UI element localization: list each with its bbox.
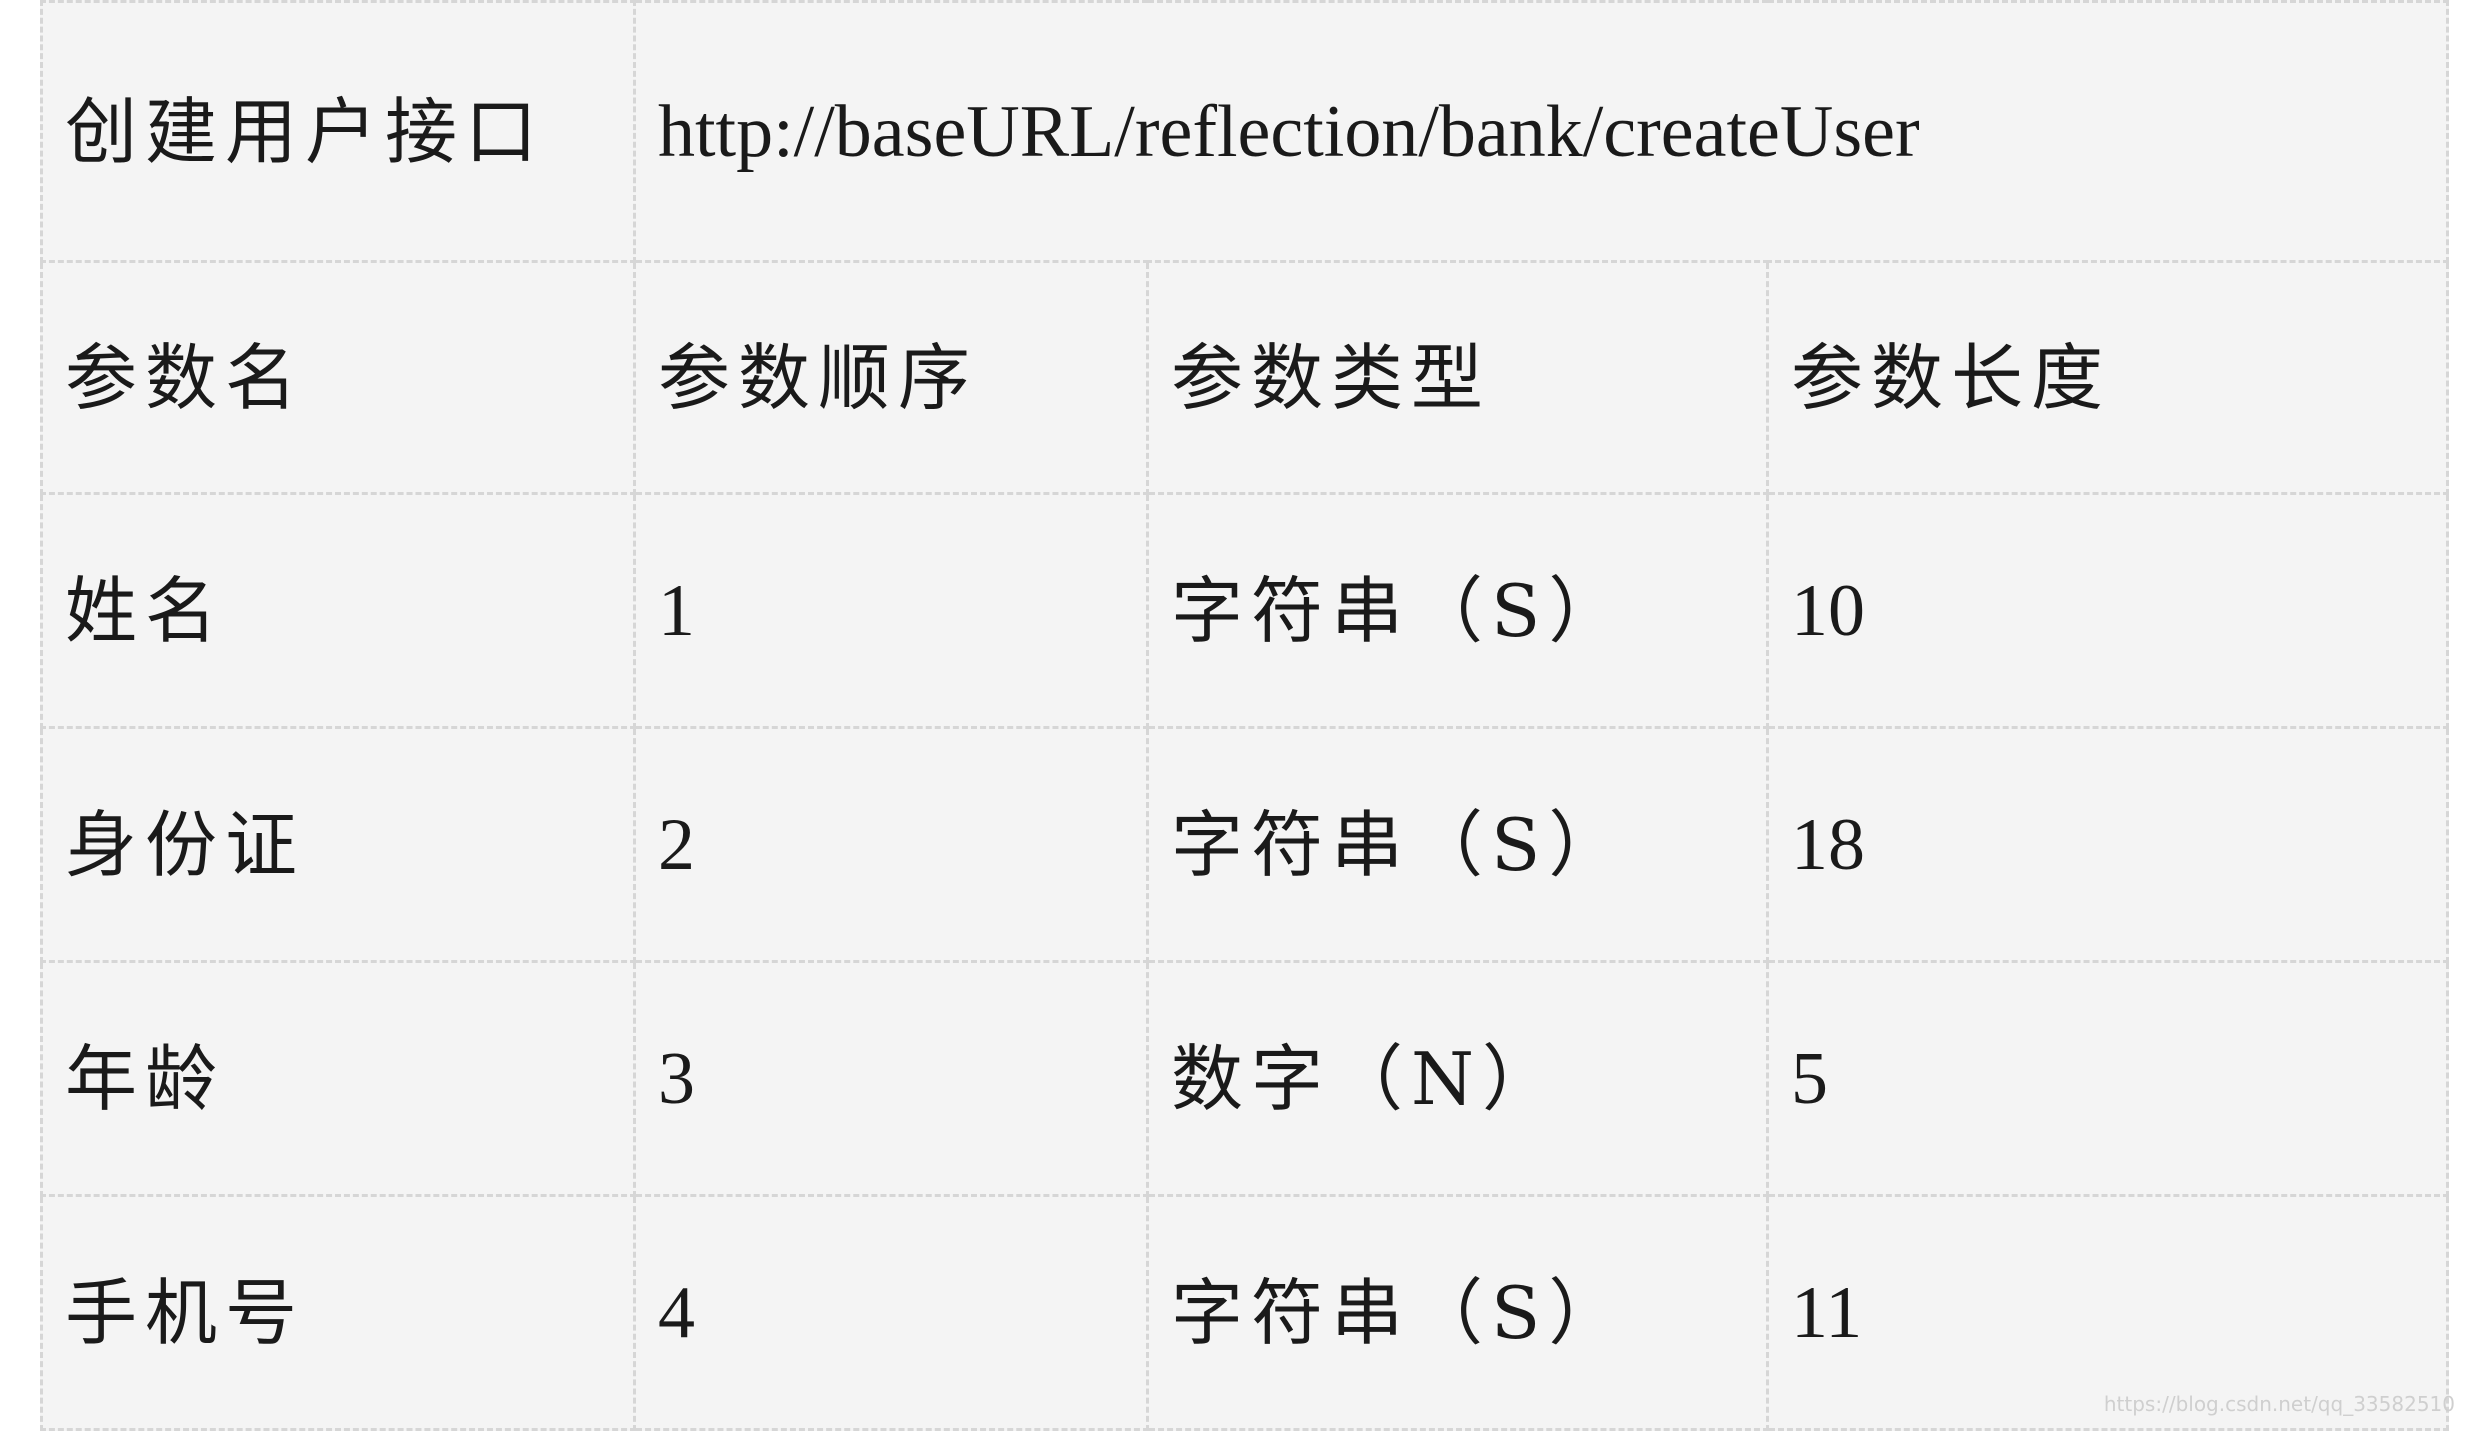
param-length-cell: 11 [1766,1194,2449,1431]
param-name-cell: 姓名 [40,492,636,729]
param-length-cell: 10 [1766,492,2449,729]
param-order-cell: 1 [633,492,1149,729]
param-type-cell: 数字（N） [1146,960,1769,1197]
param-order-cell: 3 [633,960,1149,1197]
table-row: 年龄 3 数字（N） 5 [40,960,2449,1197]
api-url-row: 创建用户接口 http://baseURL/reflection/bank/cr… [40,0,2449,263]
header-param-name: 参数名 [40,260,636,495]
table-row: 姓名 1 字符串（S） 10 [40,492,2449,729]
header-param-type: 参数类型 [1146,260,1769,495]
api-label: 创建用户接口 [40,0,636,263]
param-type-cell: 字符串（S） [1146,1194,1769,1431]
param-name-cell: 年龄 [40,960,636,1197]
api-parameter-table: 创建用户接口 http://baseURL/reflection/bank/cr… [40,0,2449,1431]
api-url: http://baseURL/reflection/bank/createUse… [633,0,2449,263]
param-type-cell: 字符串（S） [1146,492,1769,729]
param-length-cell: 18 [1766,726,2449,963]
table-row: 手机号 4 字符串（S） 11 [40,1194,2449,1431]
watermark-text: https://blog.csdn.net/qq_33582510 [2103,1392,2455,1416]
param-name-cell: 身份证 [40,726,636,963]
table-row: 身份证 2 字符串（S） 18 [40,726,2449,963]
param-order-cell: 2 [633,726,1149,963]
header-row: 参数名 参数顺序 参数类型 参数长度 [40,260,2449,495]
header-param-order: 参数顺序 [633,260,1149,495]
param-length-cell: 5 [1766,960,2449,1197]
param-order-cell: 4 [633,1194,1149,1431]
param-name-cell: 手机号 [40,1194,636,1431]
param-type-cell: 字符串（S） [1146,726,1769,963]
header-param-length: 参数长度 [1766,260,2449,495]
